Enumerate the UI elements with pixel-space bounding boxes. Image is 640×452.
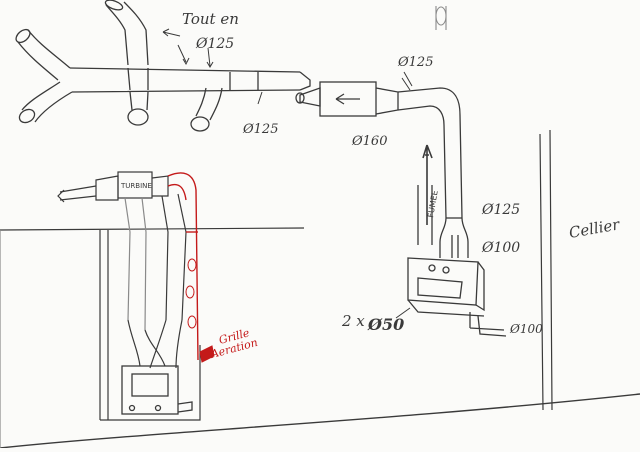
label-d125-right: Ø125 (397, 55, 433, 70)
grille-marker-icon (199, 345, 215, 363)
label-turbine: TURBINE (120, 182, 152, 190)
turbine-assembly (57, 171, 187, 369)
vertical-flue-duct (397, 6, 469, 258)
red-air-duct (167, 172, 199, 361)
label-cellier: Cellier (568, 215, 622, 242)
label-d100-b: Ø100 (509, 322, 543, 336)
label-d160: Ø160 (351, 134, 387, 149)
boiler-unit-right (407, 257, 507, 337)
label-d125-pipe: Ø125 (242, 122, 278, 137)
flow-arrow-up-icon (422, 144, 433, 225)
reducer-fitting (295, 71, 399, 117)
label-d50: Ø50 (367, 315, 404, 334)
cellier-wall (0, 129, 640, 449)
top-branch-manifold (15, 0, 301, 132)
label-d125-vert: Ø125 (481, 202, 520, 218)
flow-arrow-left-icon (335, 93, 360, 105)
room-section (0, 227, 305, 448)
label-d125-top: Ø125 (195, 36, 234, 52)
label-tout-en: Tout en (182, 10, 239, 28)
label-d100-a: Ø100 (481, 240, 520, 256)
filter-box (319, 81, 377, 117)
label-two-x: 2 x (341, 312, 365, 330)
boiler-unit-room (121, 365, 193, 415)
label-fumee: FUMEE (426, 190, 440, 219)
